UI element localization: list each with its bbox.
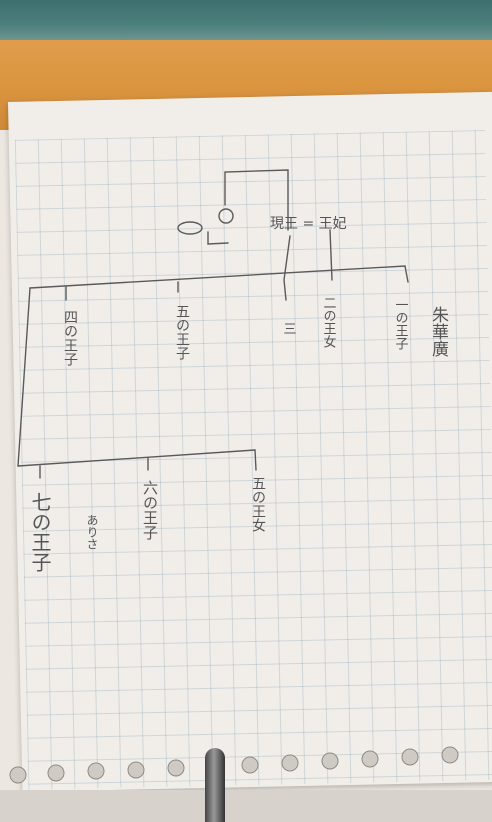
label-seventh-note: ありさ: [85, 514, 99, 550]
punch-hole: [87, 762, 105, 780]
punch-hole: [241, 756, 259, 774]
tree-line: [17, 287, 31, 467]
tree-line: [254, 449, 257, 471]
tree-line: [218, 208, 234, 224]
label-fifth-princess: 五の王女: [250, 476, 266, 532]
punch-hole: [441, 746, 459, 764]
punch-hole: [47, 764, 65, 782]
label-fourth-prince: 四の王子: [62, 310, 78, 366]
label-first-prince: 一の王子: [393, 298, 409, 350]
page-below: [0, 790, 492, 822]
label-fifth-prince: 五の王子: [174, 304, 190, 360]
punch-hole: [321, 752, 339, 770]
punch-hole: [127, 761, 145, 779]
tree-line: [329, 229, 333, 281]
tree-line: [207, 231, 229, 245]
punch-hole: [167, 759, 185, 777]
binder-ring: [205, 748, 225, 822]
label-third: 三: [281, 322, 297, 335]
label-second-princess: 二の王女: [321, 296, 337, 348]
tree-line: [17, 449, 256, 467]
punch-hole: [9, 766, 27, 784]
punch-hole: [401, 748, 419, 766]
tree-line: [29, 265, 409, 289]
teal-book: [0, 0, 492, 40]
punch-hole: [361, 750, 379, 768]
label-sixth-prince: 六の王子: [141, 480, 159, 540]
tree-line: [283, 235, 291, 301]
label-first-prince-note: 朱華廣: [428, 306, 449, 357]
label-king-queen: 現王 = 王妃: [270, 216, 347, 232]
tree-line: [177, 221, 203, 235]
punch-hole: [281, 754, 299, 772]
label-seventh-prince: 七の王子: [28, 492, 52, 572]
tree-line: [224, 169, 289, 231]
